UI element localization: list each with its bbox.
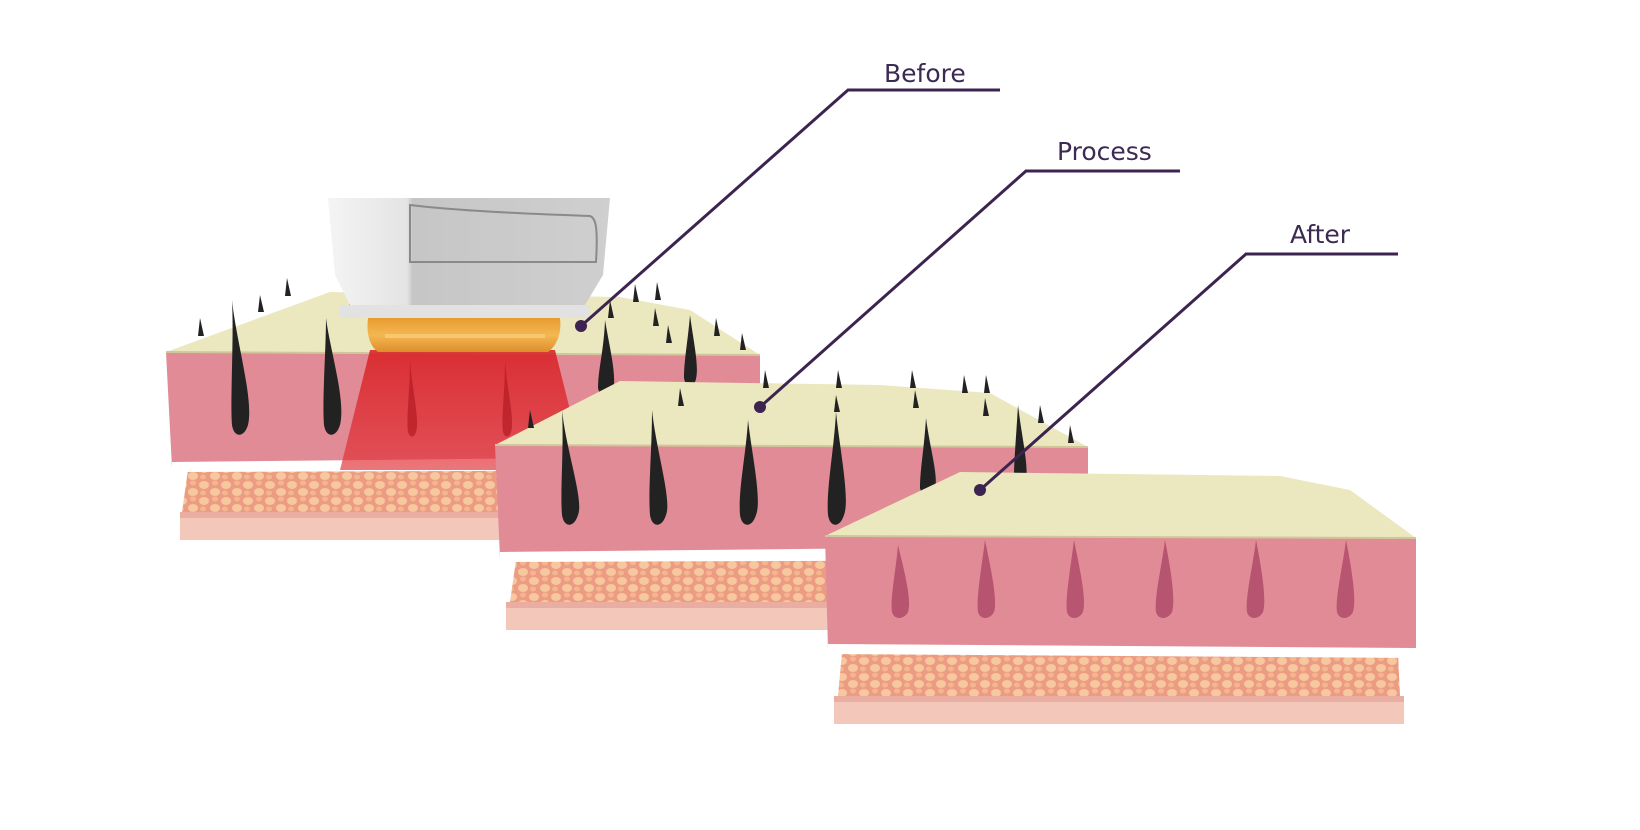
skin-block-after [825, 472, 1416, 724]
callout-dot-before [575, 320, 587, 332]
callout-dot-process [754, 401, 766, 413]
callout-dot-after [974, 484, 986, 496]
label-after: After [1290, 220, 1351, 249]
fat-layer [838, 652, 1400, 696]
dermis-layer [825, 536, 1416, 655]
callout-line-process [760, 171, 1180, 407]
callout-process: Process [754, 137, 1180, 413]
label-process: Process [1057, 137, 1152, 166]
callout-before: Before [575, 59, 1000, 332]
callout-line-before [581, 90, 1000, 326]
label-before: Before [884, 59, 966, 88]
